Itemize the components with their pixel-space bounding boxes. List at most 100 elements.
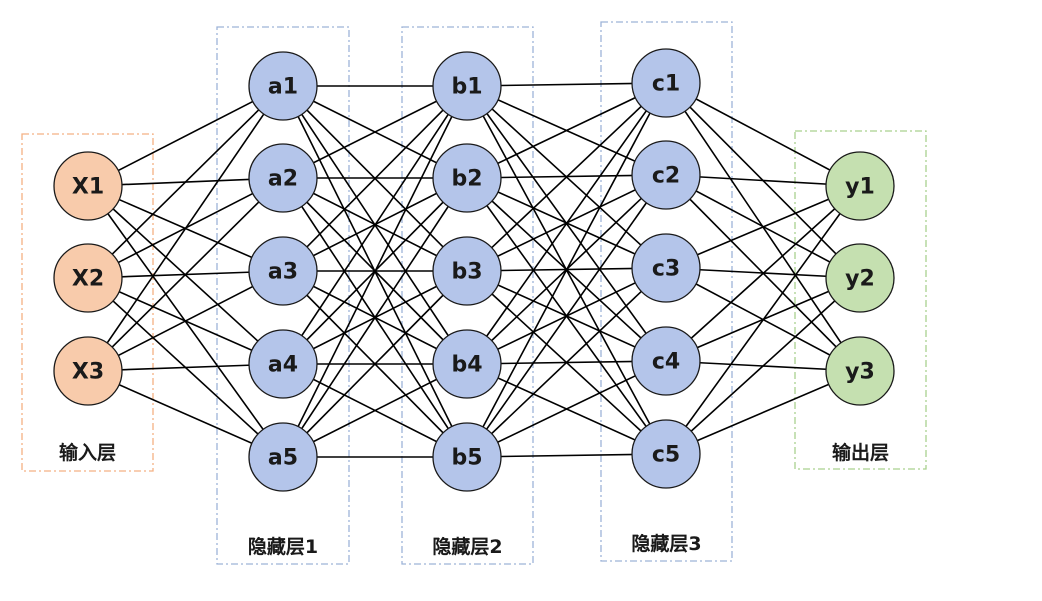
edge-c4-y1 — [665, 185, 861, 362]
node-a2: a2 — [248, 143, 318, 213]
edge-b2-c1 — [466, 82, 667, 179]
edge-b5-c2 — [466, 174, 667, 458]
node-X2-circle — [53, 243, 123, 313]
node-b4: b4 — [432, 329, 502, 399]
hidden1-label: 隐藏层1 — [248, 535, 318, 558]
edge-X2-a1 — [87, 85, 284, 279]
node-b2-label: b2 — [451, 167, 482, 192]
node-y2-label: y2 — [845, 267, 875, 292]
node-c4: c4 — [631, 326, 701, 396]
edge-c5-y2 — [665, 277, 861, 455]
node-X3-label: X3 — [72, 360, 104, 385]
node-X1-circle — [53, 151, 123, 221]
node-c2: c2 — [631, 140, 701, 210]
edge-b5-c3 — [466, 267, 667, 458]
edge-b4-c1 — [466, 82, 667, 365]
hidden2-frame — [401, 26, 534, 565]
edge-b3-c1 — [466, 82, 667, 272]
node-y3-circle — [825, 336, 895, 406]
node-a2-label: a2 — [268, 167, 298, 192]
hidden3-label: 隐藏层3 — [631, 532, 701, 555]
node-b4-circle — [432, 329, 502, 399]
edge-X3-a5 — [87, 370, 284, 458]
node-a4: a4 — [248, 329, 318, 399]
node-a3-label: a3 — [268, 260, 298, 285]
edge-c1-y1 — [665, 82, 861, 187]
node-b2-circle — [432, 143, 502, 213]
node-b1-circle — [432, 51, 502, 121]
node-X2-label: X2 — [72, 267, 104, 292]
node-a3: a3 — [248, 236, 318, 306]
node-a4-circle — [248, 329, 318, 399]
node-c4-label: c4 — [652, 350, 680, 375]
edge-c5-y3 — [665, 370, 861, 455]
node-b2: b2 — [432, 143, 502, 213]
output-label: 输出层 — [832, 441, 889, 464]
node-y3: y3 — [825, 336, 895, 406]
node-X1: X1 — [53, 151, 123, 221]
node-b3-label: b3 — [451, 260, 482, 285]
edge-X3-a3 — [87, 270, 284, 372]
node-a2-circle — [248, 143, 318, 213]
node-c3-label: c3 — [652, 257, 680, 282]
edge-b5-c1 — [466, 82, 667, 458]
node-c3: c3 — [631, 233, 701, 303]
node-y1-circle — [825, 151, 895, 221]
node-b5: b5 — [432, 422, 502, 492]
node-c1-circle — [631, 48, 701, 118]
edge-c3-y1 — [665, 185, 861, 269]
node-b1: b1 — [432, 51, 502, 121]
node-c4-circle — [631, 326, 701, 396]
hidden3-frame — [600, 21, 733, 562]
node-c2-label: c2 — [652, 164, 680, 189]
node-X3-circle — [53, 336, 123, 406]
node-a1-circle — [248, 51, 318, 121]
edge-X1-a1 — [87, 85, 284, 187]
node-b3-circle — [432, 236, 502, 306]
node-c1: c1 — [631, 48, 701, 118]
edge-a5-b2 — [282, 177, 468, 458]
node-b5-label: b5 — [451, 446, 482, 471]
node-b3: b3 — [432, 236, 502, 306]
node-c5-label: c5 — [652, 443, 680, 468]
edge-b5-c4 — [466, 360, 667, 458]
edge-X3-a2 — [87, 177, 284, 372]
layer-frames — [21, 21, 927, 565]
node-X3: X3 — [53, 336, 123, 406]
node-c1-label: c1 — [652, 72, 680, 97]
node-a1-label: a1 — [268, 75, 298, 100]
input-frame — [21, 133, 154, 472]
node-c3-circle — [631, 233, 701, 303]
node-c2-circle — [631, 140, 701, 210]
edge-a5-b1 — [282, 85, 468, 458]
node-y1-label: y1 — [845, 175, 875, 200]
node-y1: y1 — [825, 151, 895, 221]
edge-a3-b1 — [282, 85, 468, 272]
node-b4-label: b4 — [451, 353, 482, 378]
edge-c5-y1 — [665, 185, 861, 455]
node-a5-label: a5 — [268, 446, 298, 471]
node-a1: a1 — [248, 51, 318, 121]
edge-X3-a1 — [87, 85, 284, 372]
hidden1-frame — [216, 26, 350, 565]
output-frame — [794, 130, 927, 470]
node-b1-label: b1 — [451, 75, 482, 100]
node-a5-circle — [248, 422, 318, 492]
node-b5-circle — [432, 422, 502, 492]
node-a5: a5 — [248, 422, 318, 492]
node-c5: c5 — [631, 419, 701, 489]
edge-a5-b3 — [282, 270, 468, 458]
node-X2: X2 — [53, 243, 123, 313]
input-label: 输入层 — [59, 441, 116, 464]
node-y2-circle — [825, 243, 895, 313]
node-a4-label: a4 — [268, 353, 298, 378]
node-y3-label: y3 — [845, 360, 875, 385]
node-c5-circle — [631, 419, 701, 489]
node-X1-label: X1 — [72, 175, 104, 200]
edge-a4-b1 — [282, 85, 468, 365]
node-a3-circle — [248, 236, 318, 306]
node-y2: y2 — [825, 243, 895, 313]
